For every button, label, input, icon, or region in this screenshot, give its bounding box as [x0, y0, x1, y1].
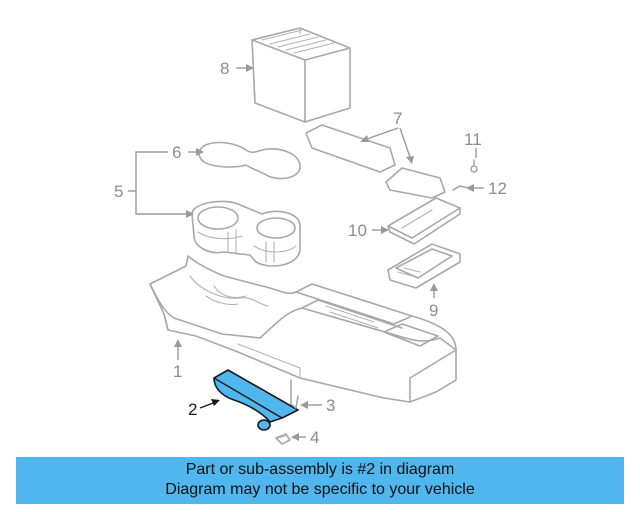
parts-diagram: 8 7 6 5 11 12 10 9 1 2 3 4	[114, 27, 507, 447]
part-7-mats	[305, 124, 446, 199]
part-2-bracket-highlighted	[213, 369, 299, 431]
part-5-cup-holder	[191, 200, 301, 267]
part-4-screw	[275, 433, 291, 445]
part-10-lid	[387, 197, 461, 245]
callout-numbers: 8 7 6 5 11 12 10 9 1 2 3 4	[114, 59, 507, 447]
part-12-clip	[452, 185, 469, 191]
callout-2: 2	[188, 400, 197, 419]
info-banner: Part or sub-assembly is #2 in diagram Di…	[16, 457, 624, 504]
callout-5: 5	[114, 182, 123, 201]
callout-3: 3	[326, 396, 335, 415]
banner-line-disclaimer: Diagram may not be specific to your vehi…	[165, 481, 475, 498]
part-9-small-tray	[387, 243, 461, 289]
part-1-console-body	[149, 255, 457, 403]
part-3-wire-clip	[290, 379, 299, 409]
callout-7: 7	[393, 109, 402, 128]
callout-4: 4	[310, 428, 319, 447]
part-6-cup-holder-mat	[198, 141, 301, 180]
part-11-pin	[470, 159, 478, 173]
callout-8: 8	[220, 59, 229, 78]
callout-9: 9	[429, 301, 438, 320]
callout-6: 6	[172, 143, 181, 162]
callout-11: 11	[464, 130, 482, 149]
callout-1: 1	[173, 362, 182, 381]
callout-10: 10	[348, 221, 367, 240]
callout-12: 12	[488, 179, 507, 198]
banner-line-part: Part or sub-assembly is #2 in diagram	[185, 461, 455, 478]
part-8-storage-box	[251, 27, 351, 123]
leader-lines	[128, 64, 484, 441]
